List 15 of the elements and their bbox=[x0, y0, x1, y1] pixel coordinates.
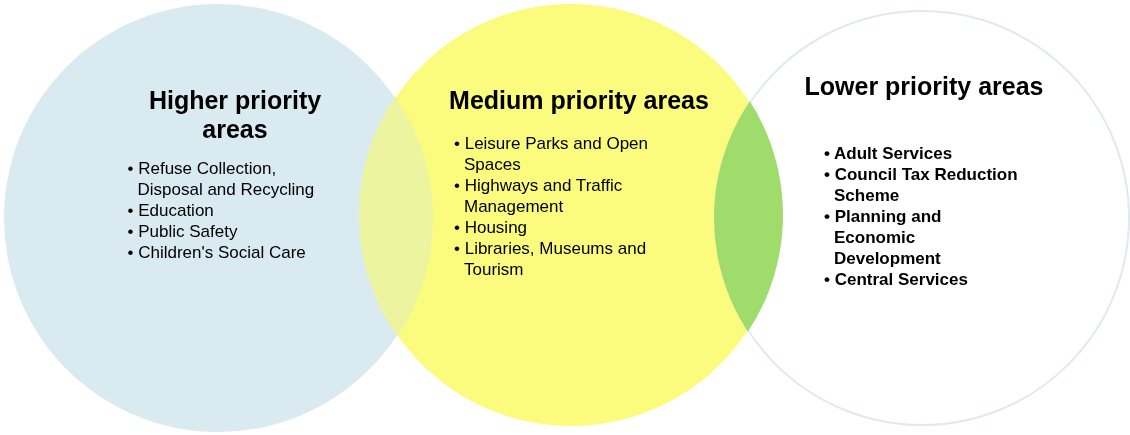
list-item: • Leisure Parks and Open Spaces bbox=[454, 133, 649, 175]
list-item: • Public Safety bbox=[127, 221, 239, 242]
list-item: • Highways and Traffic Management bbox=[454, 175, 624, 217]
list-item: • Children's Social Care bbox=[127, 242, 307, 263]
list-item: • Council Tax Reduction Scheme bbox=[824, 164, 1019, 206]
circle-heading: Higher priority areas bbox=[147, 86, 323, 144]
list-item: • Housing bbox=[454, 217, 529, 238]
circle-heading: Lower priority areas bbox=[804, 72, 1044, 101]
list-item: • Planning and Economic Development bbox=[824, 206, 943, 269]
list-item: • Libraries, Museums and Tourism bbox=[454, 238, 648, 280]
list-item: • Adult Services bbox=[824, 143, 954, 164]
list-item: • Education bbox=[127, 200, 215, 221]
circle-heading: Medium priority areas bbox=[448, 86, 710, 115]
list-item: • Central Services bbox=[824, 269, 969, 290]
list-item: • Refuse Collection, Disposal and Recycling bbox=[127, 158, 316, 200]
